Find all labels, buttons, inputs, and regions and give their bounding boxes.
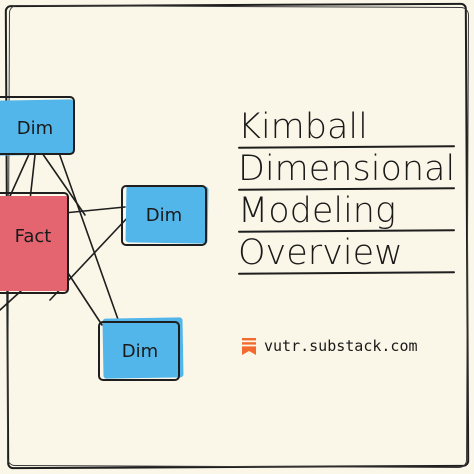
dim-node-top: Dim <box>0 96 75 156</box>
title-line-2: Dimensional <box>238 152 455 194</box>
dim-node-bottom: Dim <box>98 317 184 381</box>
title-line-3: Modeling <box>238 194 455 236</box>
fact-label: Fact <box>15 226 52 247</box>
title-line-1: Kimball <box>238 110 455 152</box>
dim-node-right: Dim <box>121 185 209 246</box>
connector-line <box>65 269 103 326</box>
dim-top-label: Dim <box>17 118 53 139</box>
source-link[interactable]: vutr.substack.com <box>242 337 418 355</box>
dim-bottom-label: Dim <box>122 341 158 362</box>
title-line-4: Overview <box>238 236 455 278</box>
source-url[interactable]: vutr.substack.com <box>264 337 418 355</box>
substack-icon <box>242 337 256 355</box>
connector-line <box>57 149 121 326</box>
connector-line <box>63 206 126 214</box>
title-block: Kimball Dimensional Modeling Overview <box>238 110 455 278</box>
fact-node: Fact <box>0 192 69 294</box>
dim-right-label: Dim <box>146 205 182 226</box>
